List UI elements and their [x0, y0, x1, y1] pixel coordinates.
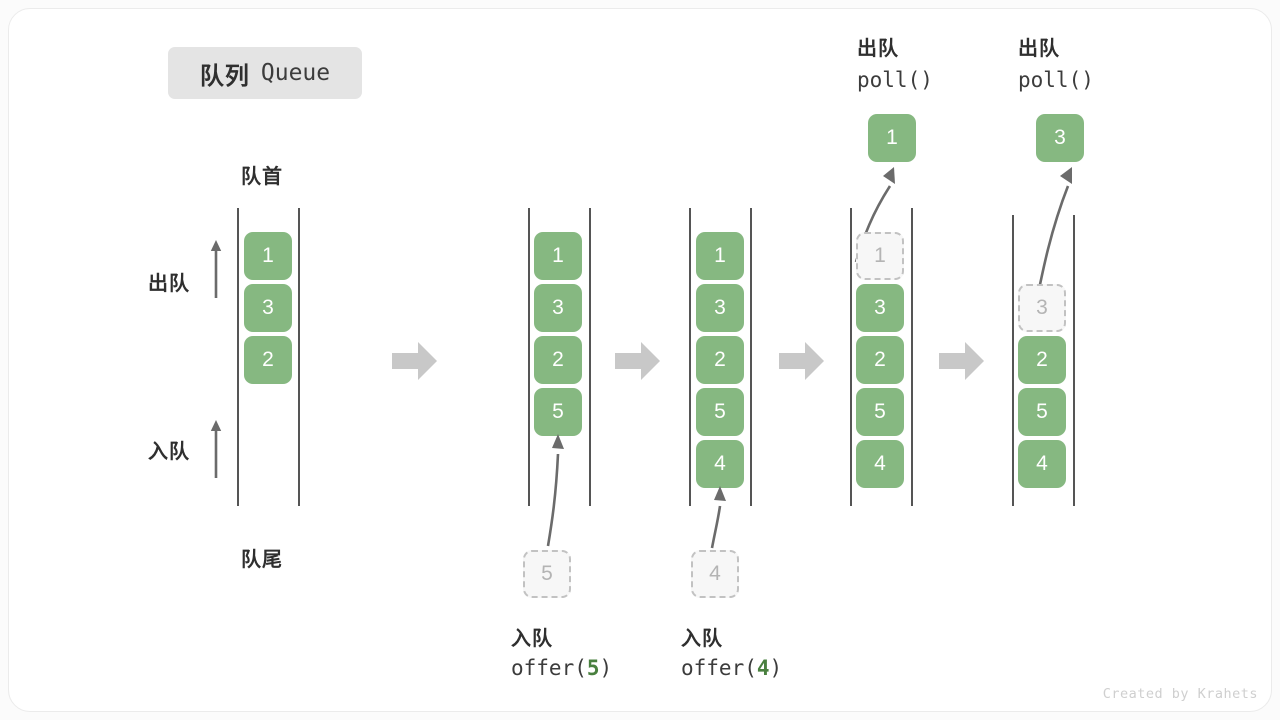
- queue-cell: 2: [696, 336, 744, 384]
- offer-5-code-suffix: ): [599, 656, 613, 680]
- incoming-ghost-cell: 5: [523, 550, 571, 598]
- enqueue-direction-arrow-icon: [210, 420, 222, 478]
- offer-4-code-suffix: ): [769, 656, 783, 680]
- queue-rail-right-5: [1073, 215, 1075, 506]
- queue-cell: 4: [696, 440, 744, 488]
- dequeue-direction-arrow-icon: [210, 240, 222, 298]
- offer-5-code-prefix: offer(: [511, 656, 587, 680]
- diagram-title-cn: 队列: [199, 62, 250, 90]
- queue-cell: 3: [856, 284, 904, 332]
- queue-cell: 2: [244, 336, 292, 384]
- queue-cell: 2: [1018, 336, 1066, 384]
- flow-arrow-icon: [392, 342, 437, 380]
- front-label: 队首: [241, 166, 283, 188]
- diagram-title-en: Queue: [260, 60, 331, 86]
- queue-cell: 3: [244, 284, 292, 332]
- queue-cell: 5: [696, 388, 744, 436]
- queue-rail-right-2: [589, 208, 591, 506]
- enqueue-motion-arrow-icon: [710, 486, 726, 549]
- queue-rail-left-2: [528, 208, 530, 506]
- offer-4-caption-code: offer(4): [681, 656, 782, 680]
- enqueue-direction-label: 入队: [148, 441, 190, 463]
- flow-arrow-icon: [779, 342, 824, 380]
- queue-cell: 5: [534, 388, 582, 436]
- diagram-title-badge: 队列 Queue: [168, 47, 362, 99]
- queue-cell: 4: [1018, 440, 1066, 488]
- queue-cell: 3: [696, 284, 744, 332]
- queue-rail-right-4: [911, 208, 913, 506]
- queue-cell-ghost: 1: [856, 232, 904, 280]
- flow-arrow-icon: [615, 342, 660, 380]
- rear-label: 队尾: [241, 549, 283, 571]
- offer-5-caption-code: offer(5): [511, 656, 612, 680]
- queue-rail-left-4: [850, 208, 852, 506]
- offer-4-caption-cn: 入队: [681, 628, 723, 650]
- queue-cell: 1: [534, 232, 582, 280]
- offer-5-code-arg: 5: [586, 656, 600, 680]
- queue-rail-right-1: [298, 208, 300, 506]
- queue-cell: 2: [534, 336, 582, 384]
- queue-cell: 2: [856, 336, 904, 384]
- dequeue-direction-label: 出队: [148, 273, 190, 295]
- queue-cell: 1: [244, 232, 292, 280]
- queue-cell: 5: [856, 388, 904, 436]
- queue-rail-left-1: [237, 208, 239, 506]
- poll-3-caption-cn: 出队: [1018, 38, 1060, 60]
- enqueue-motion-arrow-icon: [546, 434, 564, 547]
- queue-cell: 1: [696, 232, 744, 280]
- queue-cell: 3: [534, 284, 582, 332]
- poll-1-caption-code: poll(): [857, 68, 933, 92]
- offer-4-code-arg: 4: [756, 656, 770, 680]
- poll-1-caption-cn: 出队: [857, 38, 899, 60]
- popped-cell: 3: [1036, 114, 1084, 162]
- queue-rail-left-3: [689, 208, 691, 506]
- flow-arrow-icon: [939, 342, 984, 380]
- queue-rail-left-5: [1012, 215, 1014, 506]
- offer-5-caption-cn: 入队: [511, 628, 553, 650]
- incoming-ghost-cell: 4: [691, 550, 739, 598]
- popped-cell: 1: [868, 114, 916, 162]
- credit-text: Created by Krahets: [1102, 686, 1258, 702]
- offer-4-code-prefix: offer(: [681, 656, 757, 680]
- queue-cell-ghost: 3: [1018, 284, 1066, 332]
- queue-cell: 5: [1018, 388, 1066, 436]
- queue-rail-right-3: [750, 208, 752, 506]
- queue-cell: 4: [856, 440, 904, 488]
- poll-3-caption-code: poll(): [1018, 68, 1094, 92]
